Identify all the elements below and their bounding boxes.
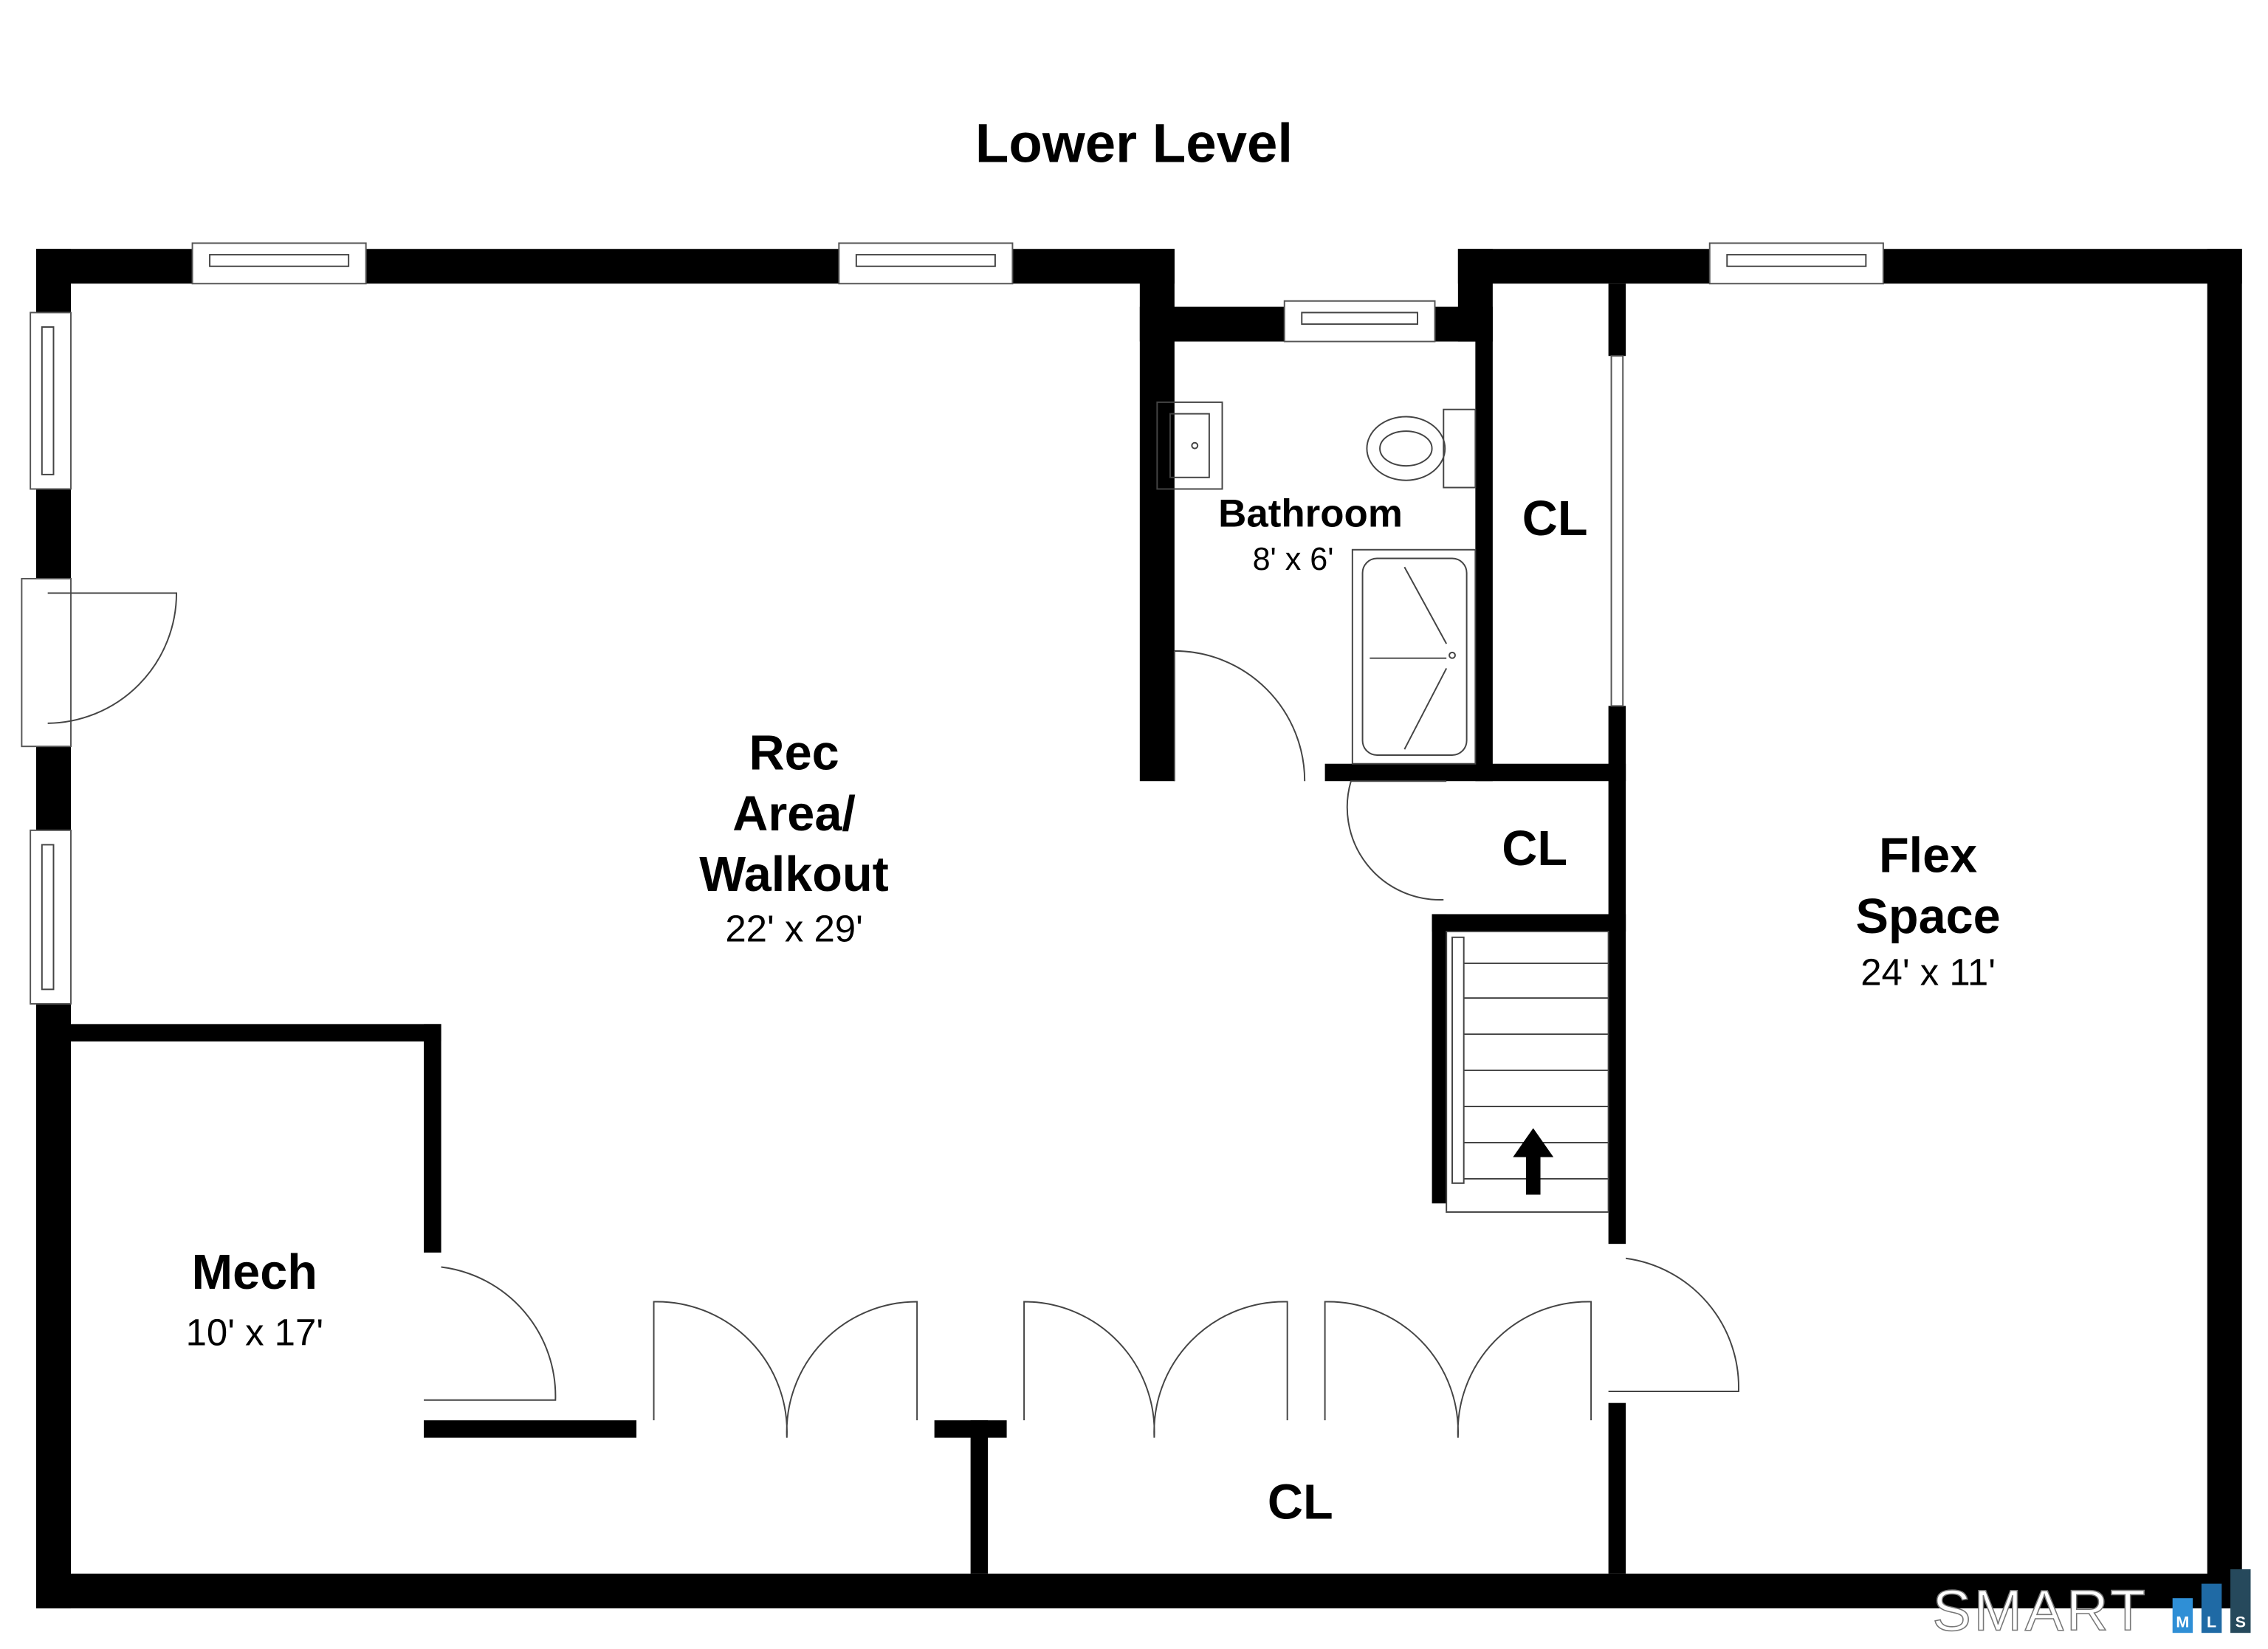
- doors: [47, 592, 1739, 1438]
- flex-size: 24' x 11': [1860, 951, 1996, 993]
- bathroom-size: 8' x 6': [1253, 542, 1334, 577]
- closet-middle-label: CL: [1502, 822, 1567, 876]
- bathroom-label: Bathroom: [1218, 492, 1403, 535]
- flex-label-2: Space: [1855, 889, 2000, 944]
- rec-label-1: Rec: [749, 726, 839, 781]
- flex-label-1: Flex: [1879, 829, 1977, 884]
- rec-label-3: Walkout: [699, 847, 889, 902]
- windows: [21, 242, 1884, 1005]
- closet-upper-label: CL: [1522, 492, 1588, 546]
- logo-letter-s: S: [2236, 1612, 2246, 1631]
- mech-label: Mech: [192, 1245, 317, 1300]
- fixtures: [1156, 401, 1477, 765]
- logo-letter-l: L: [2207, 1612, 2216, 1631]
- logo-text: SMART: [1932, 1577, 2148, 1642]
- mech-size: 10' x 17': [186, 1311, 323, 1353]
- smart-mls-logo: SMART M L S: [1932, 1569, 2251, 1643]
- stairs-up-arrow-icon: [1513, 1128, 1554, 1195]
- rec-size: 22' x 29': [725, 908, 862, 950]
- floor-title: Lower Level: [975, 113, 1293, 174]
- closet-bottom-label: CL: [1268, 1475, 1333, 1529]
- stairs: [1446, 931, 1609, 1213]
- logo-letter-m: M: [2176, 1612, 2189, 1631]
- rec-label-2: Area/: [732, 787, 856, 841]
